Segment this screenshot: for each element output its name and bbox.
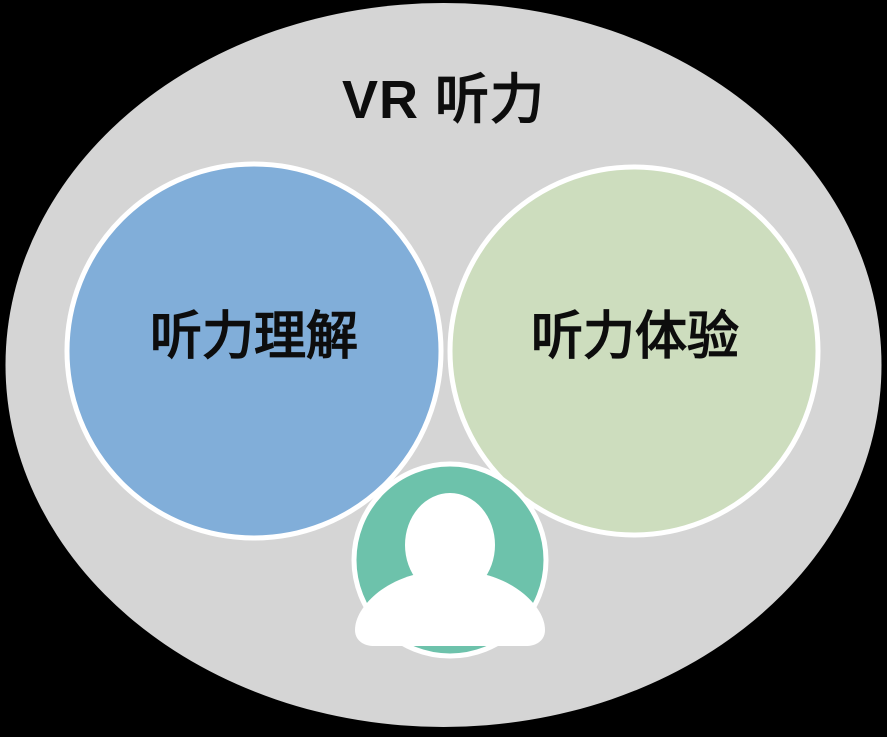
circle-listening-comprehension[interactable] xyxy=(64,161,444,541)
circle-listening-experience[interactable] xyxy=(447,164,821,538)
person-icon xyxy=(355,493,545,646)
